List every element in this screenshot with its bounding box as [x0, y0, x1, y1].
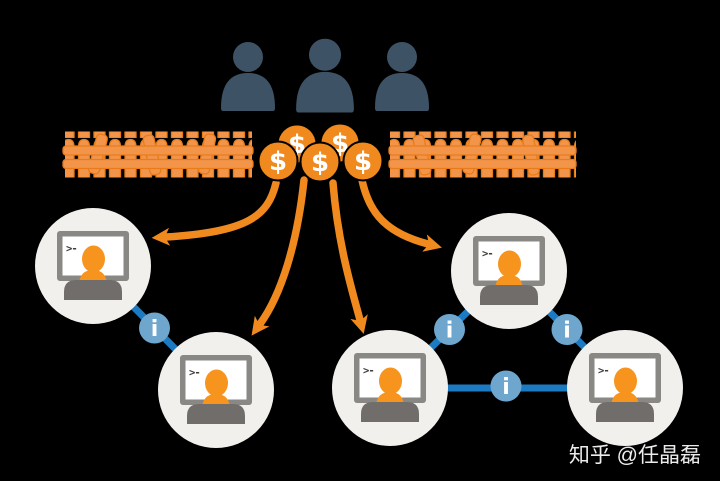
- picket-fence-left: [62, 131, 254, 178]
- curved-arrow-icon: [151, 179, 280, 246]
- curved-arrow-icon: [251, 176, 308, 336]
- picket-fence-right: [388, 131, 577, 178]
- audience-group: [221, 38, 429, 113]
- terminal-user-icon: [332, 330, 448, 446]
- curved-arrow-icon: [329, 179, 368, 334]
- person-icon: [296, 38, 354, 113]
- dollar-coin-icon: [342, 140, 384, 182]
- info-badge-icon: [551, 314, 583, 345]
- payment-arrows: [151, 176, 442, 336]
- info-badge-icon: [434, 314, 465, 345]
- dollar-coin-icon: [299, 141, 341, 183]
- terminal-user-icon: [451, 213, 567, 329]
- watermark: 知乎 @任晶磊: [569, 444, 701, 467]
- info-badge-icon: [139, 312, 170, 344]
- curved-arrow-icon: [358, 176, 442, 252]
- terminal-user-icon: [567, 330, 683, 446]
- person-icon: [221, 42, 275, 111]
- terminal-user-icon: [35, 208, 151, 324]
- compute-nodes: [35, 208, 683, 448]
- dollar-coins: [257, 122, 384, 183]
- info-badge-icon: [490, 370, 522, 402]
- dollar-coin-icon: [257, 140, 299, 182]
- person-icon: [375, 42, 429, 111]
- terminal-user-icon: [158, 332, 274, 448]
